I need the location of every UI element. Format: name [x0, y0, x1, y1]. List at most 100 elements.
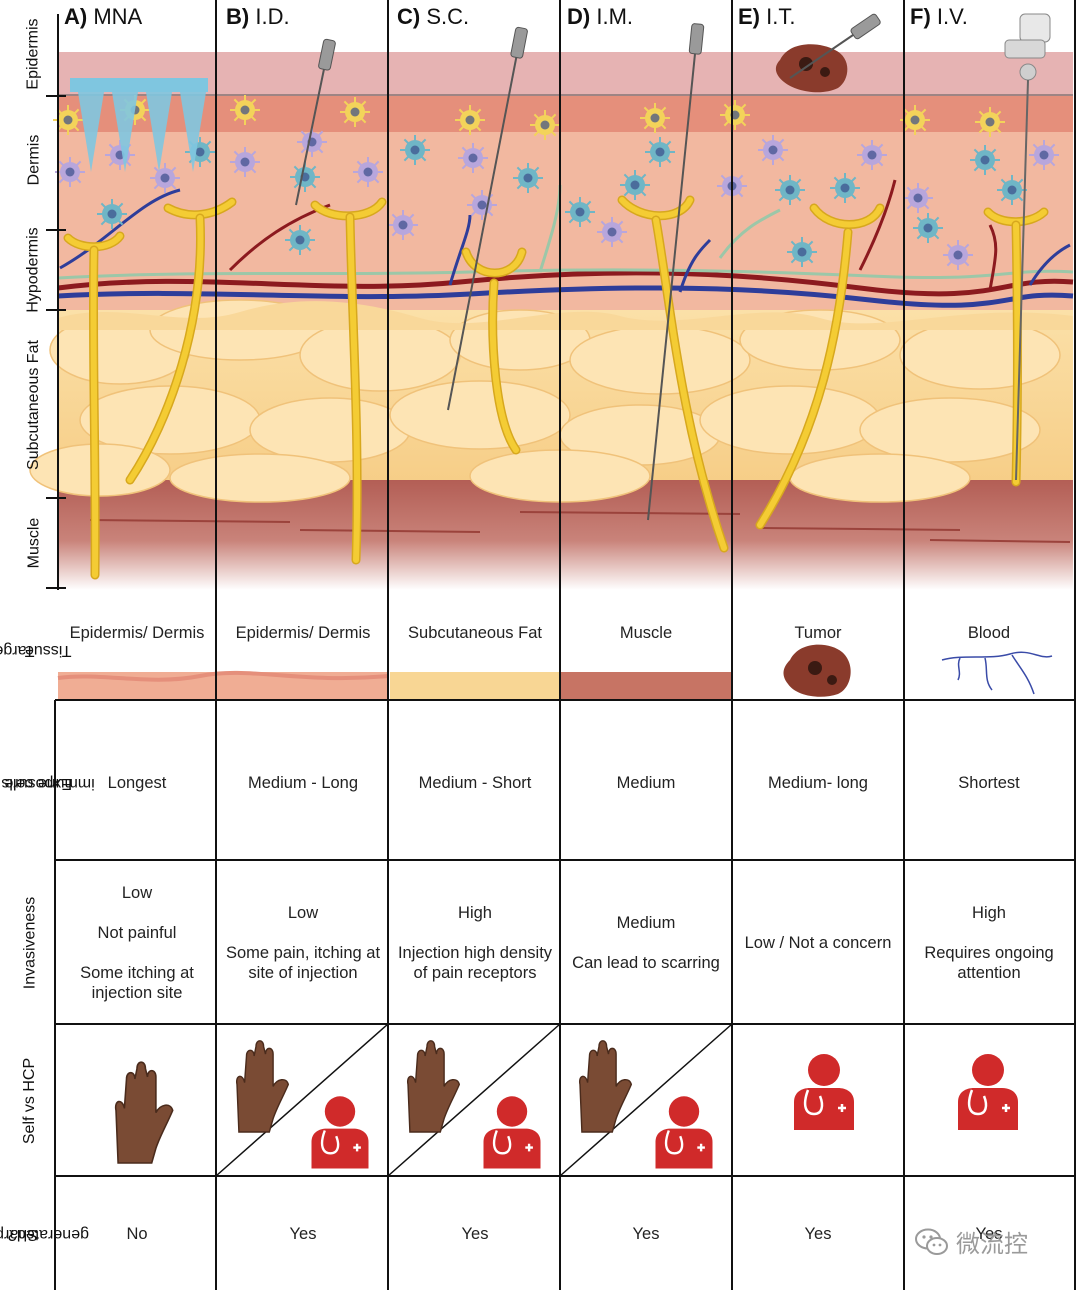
- cell-nucleus: [797, 247, 807, 257]
- microneedle-tip: [180, 92, 206, 172]
- nerve-icon: [811, 205, 883, 228]
- nerves: [63, 195, 1049, 580]
- fat-boundary: [58, 301, 1073, 330]
- tumor-spot: [808, 661, 822, 675]
- stethoscope: [967, 1089, 988, 1116]
- hcp-cross: [353, 1143, 361, 1152]
- target-tissue-mna: Epidermis/ Dermis: [69, 624, 205, 642]
- vein: [57, 285, 1074, 308]
- catheter-line: [1015, 79, 1029, 481]
- cell-nucleus: [840, 183, 850, 193]
- stethoscope: [664, 1130, 684, 1155]
- cell-nucleus: [398, 220, 408, 230]
- immune-cell-icon: [913, 213, 943, 243]
- hcp-cross: [525, 1143, 533, 1152]
- vein-branch: [1028, 243, 1071, 286]
- column-header-id: B) I.D.: [226, 4, 290, 29]
- immune-cell-icon: [970, 145, 1000, 175]
- immune-cell-icon: [857, 140, 887, 170]
- immune-cell-icon: [943, 240, 973, 270]
- langerhans-cell-icon: [900, 105, 930, 135]
- needle-icon: [447, 26, 528, 411]
- fat-lobule: [899, 320, 1061, 390]
- cell-nucleus: [63, 115, 73, 125]
- tumor-spot: [820, 67, 830, 77]
- fat-lobule: [789, 453, 971, 503]
- sharps-sc: Yes: [461, 1225, 489, 1243]
- sharps-im: Yes: [632, 1225, 660, 1243]
- cell-nucleus: [363, 167, 373, 177]
- cell-nucleus: [468, 153, 478, 163]
- hand-shape: [114, 1061, 174, 1164]
- catheter-body: [1019, 13, 1051, 43]
- immune-cell-icon: [565, 197, 595, 227]
- sharps-mna: No: [126, 1225, 148, 1243]
- hcp-cross: [1002, 1104, 1010, 1112]
- needle-icon: [647, 23, 705, 521]
- langerhans-cell-icon: [640, 103, 670, 133]
- immune-cell-icon: [758, 135, 788, 165]
- hcp-head: [972, 1054, 1004, 1086]
- nerve-icon: [347, 214, 361, 563]
- row-label-sharps: Sharpsgenerated?: [0, 1226, 89, 1243]
- needle-hub: [850, 13, 881, 40]
- column-header-it: E) I.T.: [738, 4, 796, 29]
- immune-cell-icon: [97, 199, 127, 229]
- hand-shape: [578, 1040, 633, 1133]
- cell-nucleus: [295, 235, 305, 245]
- invasiveness-it: Low / Not a concern: [744, 934, 892, 952]
- cell-nucleus: [655, 147, 665, 157]
- nerve-icon: [489, 280, 519, 453]
- target-swatch-muscle: [561, 672, 733, 700]
- cell-nucleus: [650, 113, 660, 123]
- hand-shape: [235, 1040, 290, 1133]
- cell-nucleus: [240, 157, 250, 167]
- target-swatch-wave: [57, 670, 389, 682]
- fat-lobule: [29, 443, 171, 497]
- row-label-invasiveness: Invasiveness: [21, 896, 38, 990]
- langerhans-cell-icon: [455, 105, 485, 135]
- invasiveness-id: Low Some pain, itching at site of inject…: [225, 904, 381, 982]
- immune-cell-icon: [597, 217, 627, 247]
- immune-cell-icon: [458, 143, 488, 173]
- tumor-spot: [799, 57, 813, 71]
- layer-label-hypodermis: Hypodermis: [25, 227, 43, 313]
- hand-icon: [406, 1040, 461, 1133]
- split-diagonal: [215, 1023, 389, 1177]
- immune-cell-icon: [150, 163, 180, 193]
- hand-icon: [114, 1061, 174, 1164]
- invasiveness-iv: High Requires ongoing attention: [924, 904, 1054, 982]
- stethoscope: [803, 1089, 824, 1116]
- cell-nucleus: [575, 207, 585, 217]
- nerve-icon: [653, 217, 727, 551]
- cell-nucleus: [540, 120, 550, 130]
- immune-cell-icon: [903, 183, 933, 213]
- hcp-head: [668, 1096, 700, 1127]
- lymph-vessel: [57, 268, 1074, 280]
- nerve-icon: [127, 215, 204, 483]
- watermark: 微流控: [914, 1224, 1028, 1259]
- column-header-iv: F) I.V.: [910, 4, 968, 29]
- cell-nucleus: [980, 155, 990, 165]
- target-tissue-iv: Blood: [967, 624, 1011, 642]
- immune-cell-icon: [467, 190, 497, 220]
- hcp-body: [311, 1128, 369, 1169]
- target-tissue-sc: Subcutaneous Fat: [408, 624, 542, 642]
- cell-nucleus: [523, 173, 533, 183]
- muscle-fiber: [299, 529, 481, 533]
- immune-cell-icon: [230, 147, 260, 177]
- exposure-iv: Shortest: [958, 773, 1020, 792]
- cell-nucleus: [913, 193, 923, 203]
- nerve-icon: [90, 247, 99, 578]
- artery: [57, 270, 1074, 297]
- immune-cell-icon: [55, 157, 85, 187]
- hand-shape: [406, 1040, 461, 1133]
- target-tissue-it: Tumor: [794, 624, 842, 642]
- immune-cell-icon: [353, 157, 383, 187]
- catheter-wing: [1004, 39, 1046, 59]
- immune-cell-icon: [388, 210, 418, 240]
- table-icons: [114, 1040, 1018, 1169]
- stethoscope: [492, 1130, 512, 1155]
- needle-shaft: [647, 23, 699, 521]
- catheter-icon: [1004, 13, 1051, 481]
